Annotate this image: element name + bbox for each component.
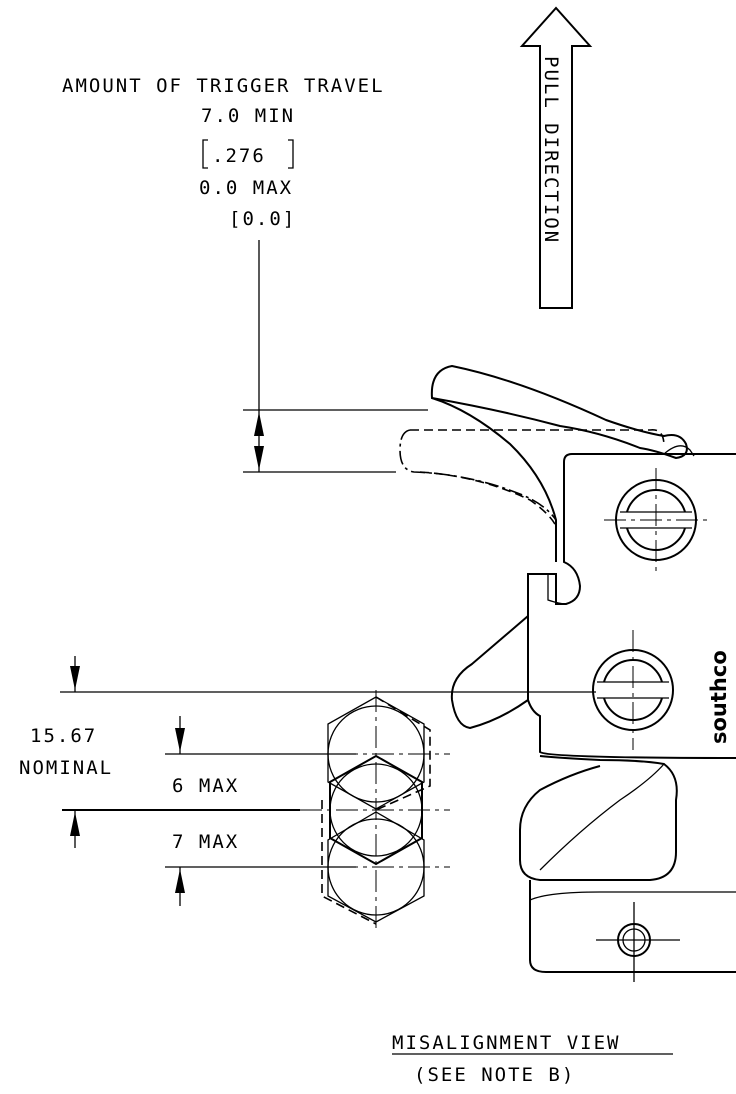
max-dimension-arrows [175, 716, 185, 906]
view-note: (SEE NOTE B) [414, 1064, 575, 1086]
middle-mounting-hole [592, 630, 674, 750]
nominal-label: NOMINAL [19, 757, 113, 779]
svg-text:.276: .276 [212, 145, 266, 167]
max6-label: 6 MAX [172, 775, 239, 797]
upper-mounting-hole [604, 468, 708, 572]
trigger-travel-max: 0.0 MAX [199, 177, 293, 199]
southco-logo: southco [707, 650, 731, 744]
pull-direction-label: PULL DIRECTION [540, 56, 562, 244]
nominal-value: 15.67 [30, 725, 97, 747]
trigger-solid [430, 364, 688, 562]
max7-label: 7 MAX [172, 831, 239, 853]
lower-pin [596, 902, 680, 982]
trigger-travel-min: 7.0 MIN [201, 105, 295, 127]
trigger-travel-min-inch: .276 [202, 139, 294, 169]
trigger-travel-max-inch: [0.0] [229, 208, 296, 230]
trigger-travel-title: AMOUNT OF TRIGGER TRAVEL [62, 75, 385, 97]
nominal-dimension-arrows [70, 656, 80, 848]
latch-body [527, 445, 736, 759]
latch-lower-lever [450, 615, 736, 973]
travel-dimension-arrows [254, 410, 264, 472]
misalignment-hex-set [300, 690, 450, 930]
trigger-phantom [399, 429, 665, 527]
pull-direction-arrow [519, 6, 593, 309]
view-title: MISALIGNMENT VIEW [392, 1032, 620, 1054]
